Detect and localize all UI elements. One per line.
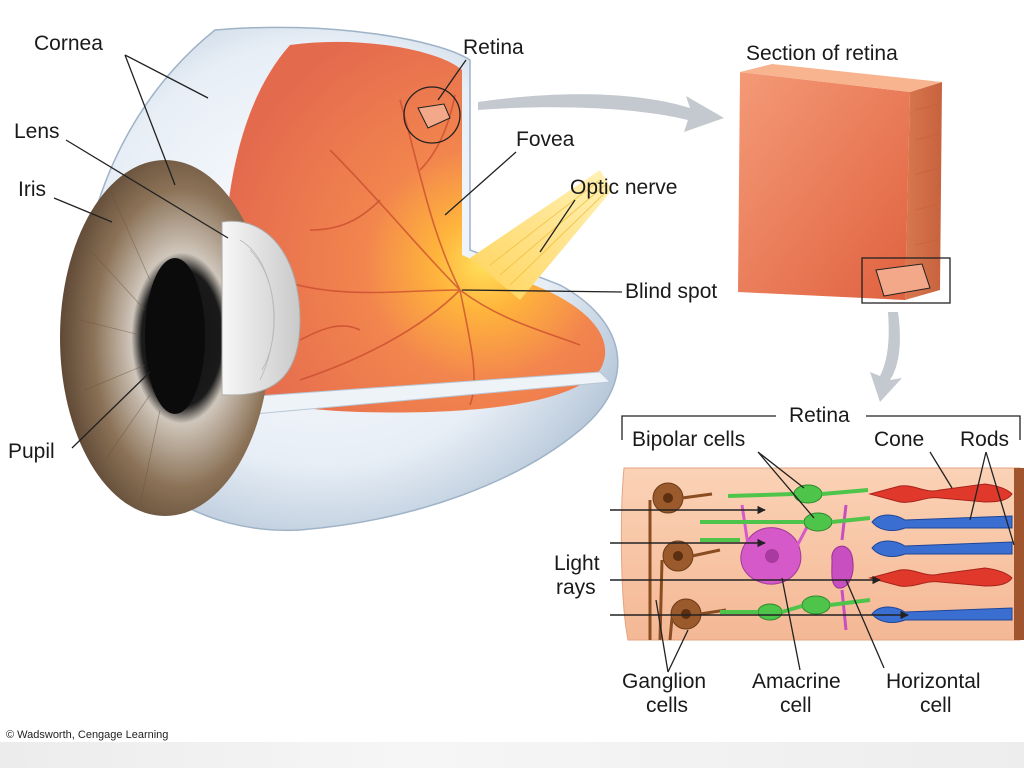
footer-band: [0, 742, 1024, 768]
label-blind-spot: Blind spot: [625, 280, 717, 303]
lens: [221, 220, 301, 396]
light-rays: [610, 505, 909, 620]
bipolar-cell: [801, 595, 831, 615]
retina-detail: Retina Bipolar cells Cone Rods: [554, 404, 1024, 717]
rod-cell: [871, 540, 1013, 557]
label-iris: Iris: [18, 178, 46, 201]
label-optic-nerve: Optic nerve: [570, 176, 677, 199]
label-horizontal-1: Horizontal: [886, 670, 981, 693]
label-amacrine-1: Amacrine: [752, 670, 841, 693]
eye-labels: Cornea Lens Iris Pupil Retina Fovea Opti…: [8, 32, 717, 463]
retina-section: Section of retina: [738, 42, 951, 304]
label-horizontal-2: cell: [920, 694, 952, 717]
arrow-to-detail: [870, 312, 902, 402]
cone-cells: [868, 483, 1013, 587]
arrow-to-section: [478, 94, 724, 132]
label-light-rays-1: Light: [554, 552, 600, 575]
label-ganglion-1: Ganglion: [622, 670, 706, 693]
bipolar-cell: [757, 603, 783, 621]
section-title: Section of retina: [746, 42, 898, 65]
retinal-vessels: [279, 94, 581, 406]
label-pupil: Pupil: [8, 440, 55, 463]
amacrine-cell: [740, 504, 810, 585]
label-ganglion-2: cells: [646, 694, 688, 717]
label-bipolar-cells: Bipolar cells: [632, 428, 745, 451]
rod-cell: [871, 514, 1013, 531]
optic-nerve: [470, 170, 612, 300]
label-retina: Retina: [463, 36, 524, 59]
label-amacrine-2: cell: [780, 694, 812, 717]
label-rods: Rods: [960, 428, 1009, 451]
section-zoom-box: [861, 257, 951, 304]
pupil: [145, 258, 205, 414]
label-cone: Cone: [874, 428, 924, 451]
label-lens: Lens: [14, 120, 60, 143]
retina-cavity: [225, 41, 606, 413]
bipolar-cell: [803, 512, 833, 532]
cone-cell: [868, 483, 1013, 503]
copyright-credit: © Wadsworth, Cengage Learning: [6, 729, 168, 741]
detail-title: Retina: [789, 404, 850, 427]
retina-magnifier: [403, 86, 461, 144]
label-fovea: Fovea: [516, 128, 575, 151]
cone-cell: [868, 567, 1013, 587]
eyeball-illustration: [60, 26, 619, 532]
label-cornea: Cornea: [34, 32, 103, 55]
label-light-rays-2: rays: [556, 576, 596, 599]
rod-cells: [871, 514, 1013, 623]
bipolar-cells: [700, 484, 871, 621]
